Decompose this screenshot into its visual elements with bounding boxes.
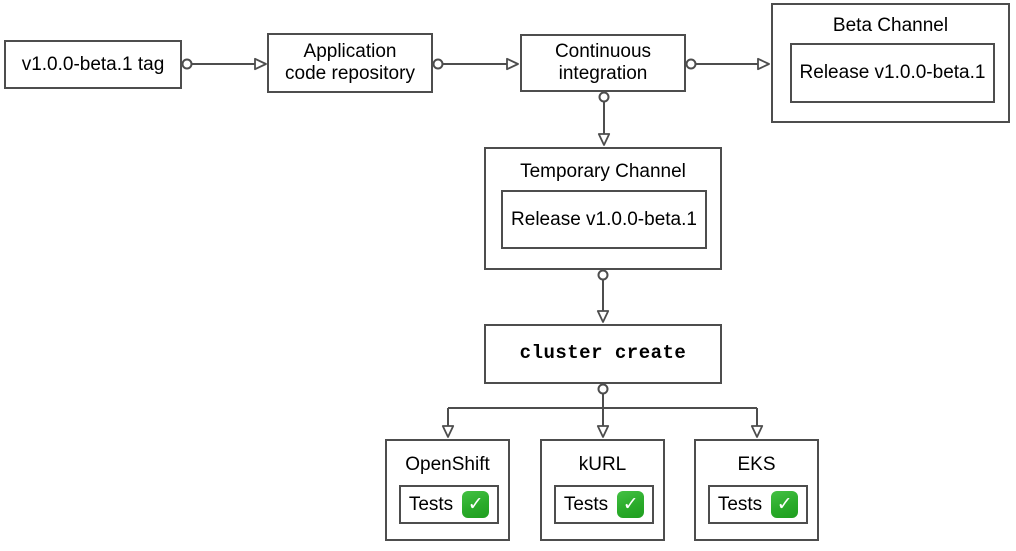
edge-port-circle [598,91,610,103]
version-tag-label: v1.0.0-beta.1 tag [21,53,165,75]
eks-tests-box: Tests ✓ [708,485,808,524]
check-mark-icon: ✓ [771,491,799,518]
openshift-tests-box: Tests ✓ [399,485,499,524]
arrowhead-down [441,425,455,438]
openshift-tests-label: Tests [408,493,454,515]
eks-title: EKS [737,454,776,475]
edge-cluster-branch [447,394,758,426]
app-repo-label: Application code repository [285,41,415,84]
arrowhead-down [596,310,610,323]
check-glyph: ✓ [467,493,484,515]
beta-channel-release-box: Release v1.0.0-beta.1 [790,43,995,103]
node-openshift: OpenShift Tests ✓ [385,439,510,541]
edge-port-circle [685,58,697,70]
arrowhead-right [506,57,519,71]
beta-channel-release-label: Release v1.0.0-beta.1 [799,62,986,83]
continuous-integration-label: Continuous integration [554,41,652,84]
node-beta-channel: Beta Channel Release v1.0.0-beta.1 [771,3,1010,123]
kurl-tests-box: Tests ✓ [554,485,654,524]
arrowhead-down [596,425,610,438]
arrowhead-right [254,57,267,71]
kurl-tests-label: Tests [563,493,609,515]
eks-tests-label: Tests [717,493,763,515]
kurl-title: kURL [578,454,627,475]
node-cluster-create: cluster create [484,324,722,384]
temporary-channel-release-label: Release v1.0.0-beta.1 [511,208,697,230]
beta-channel-title: Beta Channel [832,15,949,36]
temporary-channel-release-box: Release v1.0.0-beta.1 [501,190,707,249]
check-mark-icon: ✓ [462,491,490,518]
temporary-channel-title: Temporary Channel [520,161,686,182]
node-eks: EKS Tests ✓ [694,439,819,541]
check-glyph: ✓ [776,493,793,515]
edge-port-circle [181,58,193,70]
node-kurl: kURL Tests ✓ [540,439,665,541]
check-mark-icon: ✓ [617,491,645,518]
arrowhead-right [757,57,770,71]
node-continuous-integration: Continuous integration [520,34,686,92]
node-app-repo: Application code repository [267,33,433,93]
node-version-tag: v1.0.0-beta.1 tag [4,40,182,89]
check-glyph: ✓ [622,493,639,515]
edge-port-circle [432,58,444,70]
edge-port-circle [597,269,609,281]
edge-port-circle [597,383,609,395]
cluster-create-label: cluster create [519,342,687,365]
openshift-title: OpenShift [405,454,490,475]
arrowhead-down [750,425,764,438]
arrowhead-down [597,133,611,146]
node-temporary-channel: Temporary Channel Release v1.0.0-beta.1 [484,147,722,270]
